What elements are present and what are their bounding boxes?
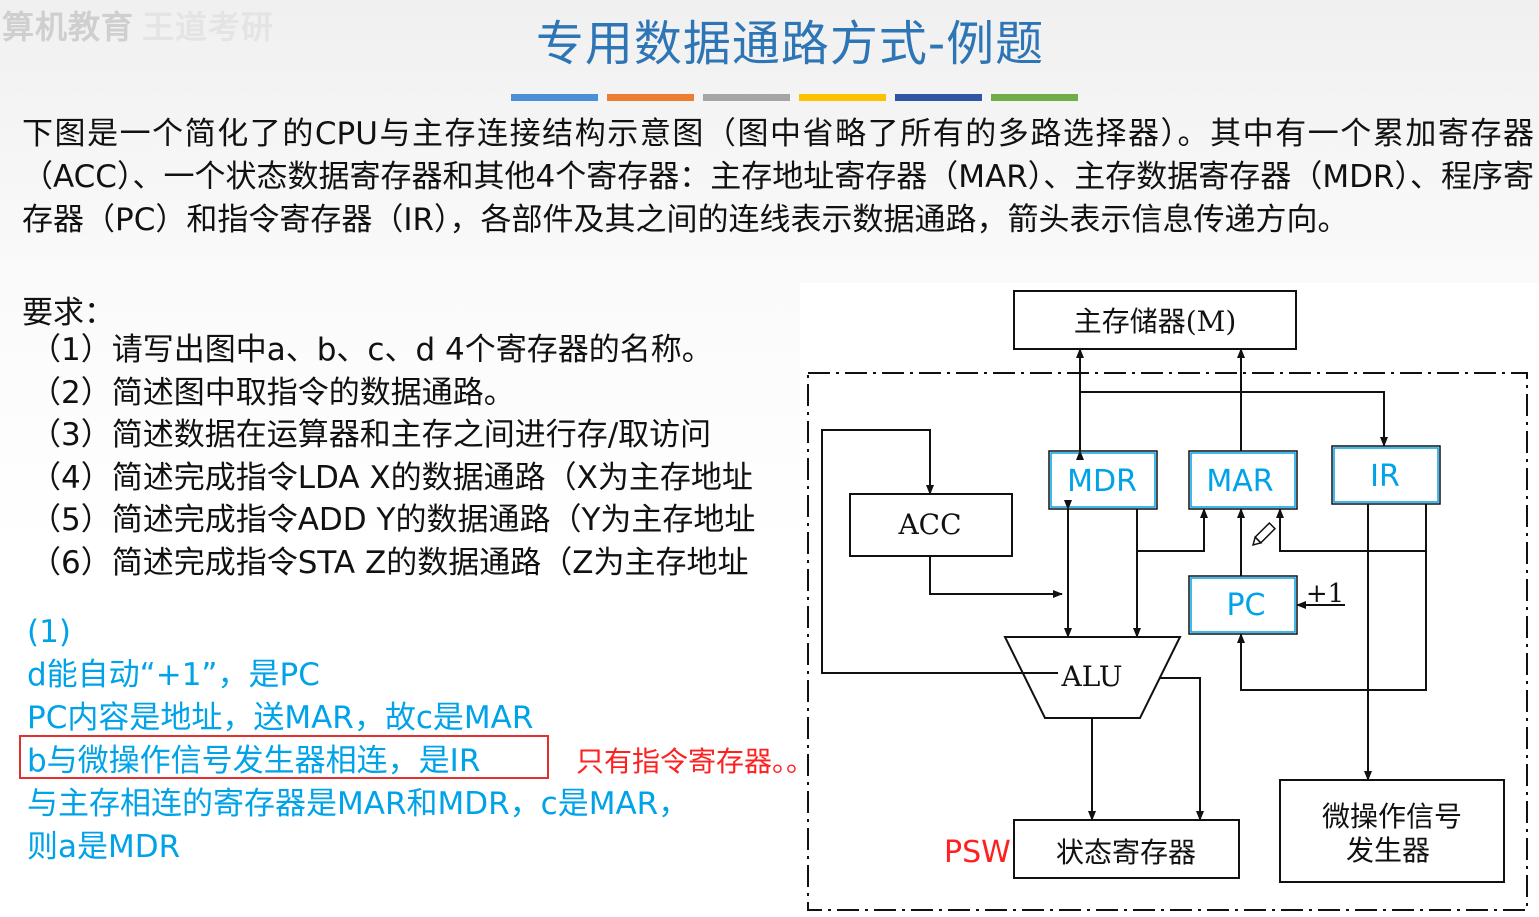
answer-line: b与微操作信号发生器相连，是IR (27, 743, 481, 779)
status-register-label: 状态寄存器 (1056, 836, 1196, 869)
slide-title: 专用数据通路方式-例题 (535, 16, 1045, 72)
wire-bus-ir (1080, 391, 1388, 447)
mdr-box (1048, 450, 1158, 510)
memory-label: 主存储器(M) (1074, 305, 1237, 338)
annotation-note: 只有指令寄存器。。。 (576, 745, 829, 778)
main-memory-box (1013, 290, 1297, 350)
color-bar-segment-2 (607, 94, 694, 101)
watermark: 算机教育王道考研 (2, 2, 274, 48)
question-item: （6）简述完成指令STA Z的数据通路（Z为主存地址 (30, 544, 749, 581)
ir-label: IR (1370, 459, 1400, 494)
answer-line: 则a是MDR (27, 829, 181, 865)
question-item: （2）简述图中取指令的数据通路。 (30, 374, 515, 411)
mar-box-highlight (1190, 452, 1296, 508)
ir-box (1331, 445, 1441, 505)
color-bar-segment-3 (703, 94, 790, 101)
answer-highlight-box (19, 735, 549, 779)
color-bar-segment-5 (895, 94, 982, 101)
status-register-box (1013, 819, 1240, 879)
wire-loop-acc (821, 429, 1058, 674)
answer-block: (1) d能自动“+1”，是PC PC内容是地址，送MAR，故c是MAR b与微… (27, 611, 689, 869)
question-item: （1）请写出图中a、b、c、d 4个寄存器的名称。 (30, 332, 713, 368)
alu-shape (1003, 636, 1182, 719)
acc-label: ACC (897, 508, 961, 541)
watermark-faint-text: 王道考研 (142, 8, 275, 46)
question-item: （3）简述数据在运算器和主存之间进行存/取访问 (30, 417, 712, 453)
requirement-heading: 要求： (22, 295, 115, 331)
datapath-wires (821, 348, 1427, 821)
pc-box-highlight (1190, 577, 1296, 633)
answer-line: 与主存相连的寄存器是MAR和MDR，c是MAR， (27, 786, 690, 822)
question-list: （1）请写出图中a、b、c、d 4个寄存器的名称。 （2）简述图中取指令的数据通… (30, 329, 800, 584)
mar-label: MAR (1206, 464, 1273, 499)
mdr-label: MDR (1067, 464, 1137, 499)
question-item: （4）简述完成指令LDA X的数据通路（X为主存地址 (30, 459, 753, 496)
pc-label: PC (1226, 588, 1265, 623)
micro-op-label-line1: 微操作信号 (1322, 800, 1462, 833)
micro-op-label-line2: 发生器 (1346, 834, 1430, 867)
answer-line: (1) (27, 614, 71, 650)
mar-box (1188, 450, 1298, 510)
ir-box-highlight (1333, 447, 1439, 503)
watermark-text: 算机教育 (2, 8, 135, 46)
color-bar-segment-4 (799, 94, 886, 101)
problem-intro: 下图是一个简化了的CPU与主存连接结构示意图（图中省略了所有的多路选择器）。其中… (22, 116, 1534, 238)
wire-ir-mar (1276, 504, 1427, 552)
wire-mdr-mar (1137, 508, 1208, 552)
pencil-icon (1251, 521, 1277, 547)
psw-label: PSW (944, 835, 1011, 870)
mdr-box-highlight (1050, 452, 1156, 508)
alu-label: ALU (1061, 660, 1123, 693)
color-bar-segment-1 (511, 94, 598, 101)
answer-line: d能自动“+1”，是PC (27, 657, 320, 693)
answer-line: PC内容是地址，送MAR，故c是MAR (27, 700, 534, 736)
micro-op-generator-box (1279, 779, 1505, 883)
color-bar-segment-6 (991, 94, 1078, 101)
wire-ir-pc (1237, 551, 1427, 691)
plus-one-label: +1 (1306, 579, 1344, 609)
wire-alu-status-right (1160, 677, 1204, 821)
wire-acc-alu (929, 556, 1063, 598)
question-item: （5）简述完成指令ADD Y的数据通路（Y为主存地址 (30, 502, 756, 538)
